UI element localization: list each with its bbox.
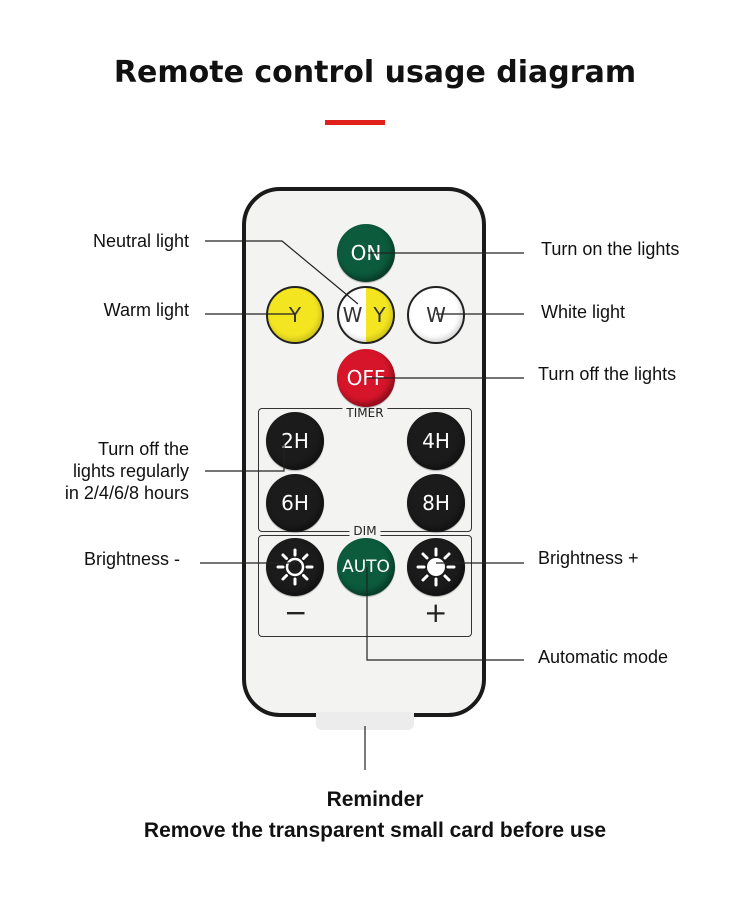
timer-6h-button[interactable]: 6H <box>266 474 324 532</box>
neutral-w-label: W <box>342 303 363 327</box>
timer-2h-button[interactable]: 2H <box>266 412 324 470</box>
callout-brightness-minus: Brightness - <box>83 549 180 569</box>
brightness-down-button[interactable] <box>266 538 324 596</box>
reminder-text: Remove the transparent small card before… <box>143 819 607 842</box>
white-light-button[interactable]: W <box>407 286 465 344</box>
transparent-card-tab <box>316 712 414 730</box>
callout-turn-off: Turn off the lights <box>538 364 677 384</box>
leader-neutral <box>205 240 359 305</box>
callout-timer-line3: in 2/4/6/8 hours <box>64 483 189 503</box>
callout-timer-line1: Turn off the <box>97 439 189 459</box>
timer-group-label: TIMER <box>342 406 388 420</box>
title-accent-bar <box>325 120 385 125</box>
leader-auto <box>366 567 524 661</box>
page-title: Remote control usage diagram <box>113 55 637 90</box>
callout-brightness-plus: Brightness + <box>538 548 639 568</box>
dim-minus-sign: − <box>284 596 308 629</box>
reminder-title: Reminder <box>326 788 424 811</box>
timer-4h-button[interactable]: 4H <box>407 412 465 470</box>
callout-automatic-mode: Automatic mode <box>538 647 669 667</box>
callout-warm-light: Warm light <box>103 300 189 320</box>
dim-group-label: DIM <box>349 524 381 538</box>
neutral-y-label: Y <box>373 303 386 327</box>
leader-timer <box>205 438 285 472</box>
sun-outline-icon <box>276 548 314 586</box>
neutral-light-button[interactable]: W Y <box>337 286 395 344</box>
callout-neutral-light: Neutral light <box>92 231 189 251</box>
callout-timer: Turn off the lights regularly in 2/4/6/8… <box>65 438 189 504</box>
callout-white-light: White light <box>541 302 626 322</box>
warm-light-button[interactable]: Y <box>266 286 324 344</box>
callout-turn-on: Turn on the lights <box>541 239 680 259</box>
timer-8h-button[interactable]: 8H <box>407 474 465 532</box>
callout-timer-line2: lights regularly <box>72 461 189 481</box>
dim-plus-sign: + <box>424 596 448 629</box>
auto-button[interactable]: AUTO <box>337 538 395 596</box>
